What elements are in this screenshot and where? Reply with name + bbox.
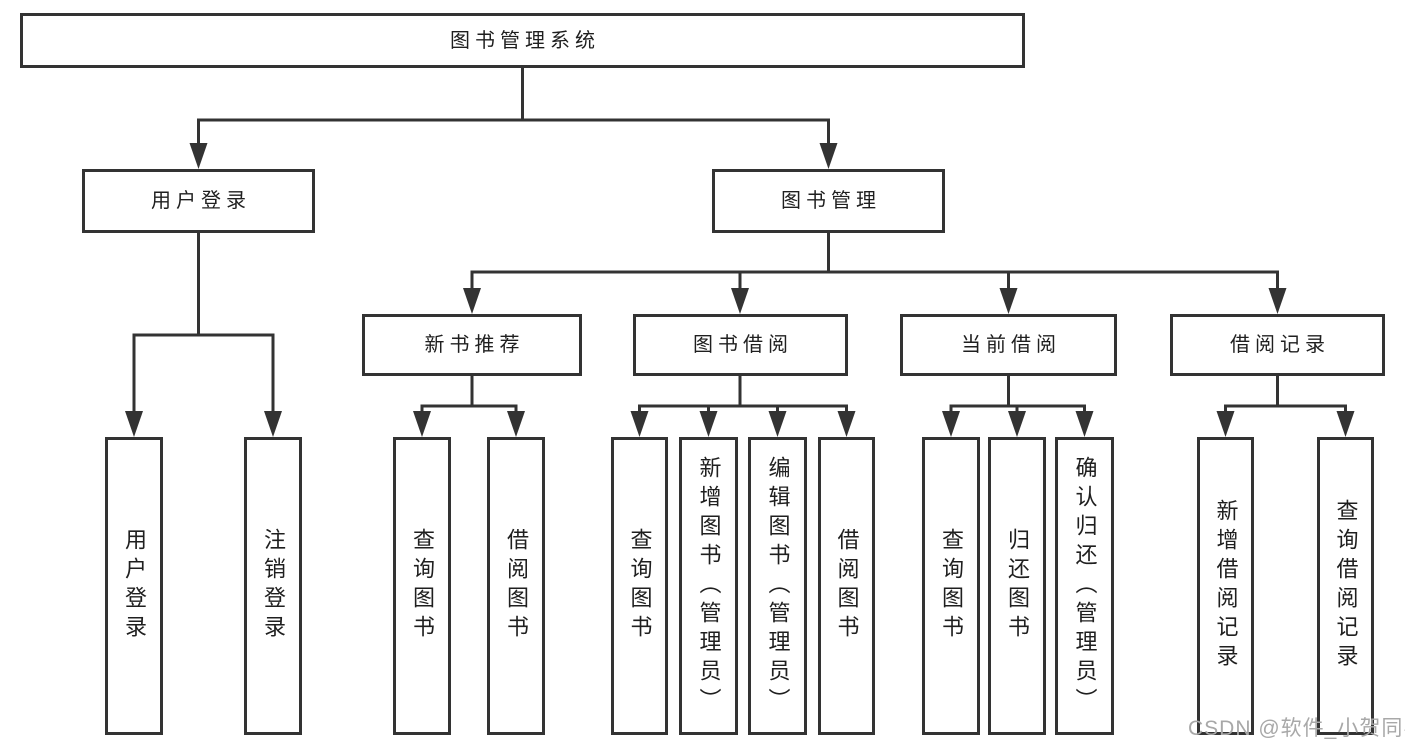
node-label: 图书借阅 [693, 334, 793, 356]
node-label: 用户登录 [151, 190, 251, 212]
leaf-query-borrow-record: 查询借阅记录 [1317, 437, 1374, 735]
leaf-return-books: 归还图书 [988, 437, 1046, 735]
leaf-logout: 注销登录 [244, 437, 302, 735]
leaf-query-books-current: 查询图书 [922, 437, 980, 735]
leaf-borrow-books-recommend: 借阅图书 [487, 437, 545, 735]
node-label: 查询图书 [410, 528, 435, 644]
leaf-add-books-admin: 新增图书（管理员） [679, 437, 738, 735]
leaf-add-borrow-record: 新增借阅记录 [1197, 437, 1254, 735]
node-label: 用户登录 [122, 528, 147, 644]
leaf-confirm-return-admin: 确认归还（管理员） [1055, 437, 1114, 735]
leaf-query-books-recommend: 查询图书 [393, 437, 451, 735]
node-label: 借阅记录 [1230, 334, 1330, 356]
node-label: 借阅图书 [504, 528, 529, 644]
node-label: 新增图书（管理员） [696, 455, 722, 717]
node-label: 注销登录 [261, 528, 286, 644]
node-label: 查询借阅记录 [1333, 499, 1359, 673]
node-new-book-recommend: 新书推荐 [362, 314, 582, 376]
node-user-login-module: 用户登录 [82, 169, 315, 233]
node-label: 查询图书 [939, 528, 964, 644]
node-book-borrow: 图书借阅 [633, 314, 848, 376]
leaf-query-books-borrow: 查询图书 [611, 437, 668, 735]
node-label: 新增借阅记录 [1213, 499, 1239, 673]
node-book-management-module: 图书管理 [712, 169, 945, 233]
node-label: 图书管理系统 [450, 29, 600, 52]
leaf-edit-books-admin: 编辑图书（管理员） [748, 437, 807, 735]
node-label: 归还图书 [1005, 528, 1030, 644]
leaf-user-login: 用户登录 [105, 437, 163, 735]
node-root-system: 图书管理系统 [20, 13, 1025, 68]
node-label: 借阅图书 [834, 528, 860, 644]
node-label: 图书管理 [781, 190, 881, 212]
node-label: 当前借阅 [961, 334, 1061, 356]
node-label: 新书推荐 [424, 334, 525, 356]
node-label: 确认归还（管理员） [1072, 455, 1098, 717]
leaf-borrow-books: 借阅图书 [818, 437, 875, 735]
node-label: 查询图书 [627, 528, 653, 644]
node-current-borrow: 当前借阅 [900, 314, 1117, 376]
node-borrow-records: 借阅记录 [1170, 314, 1385, 376]
csdn-watermark: CSDN @软件_小贺同学 [1188, 717, 1405, 740]
node-label: 编辑图书（管理员） [765, 455, 791, 717]
